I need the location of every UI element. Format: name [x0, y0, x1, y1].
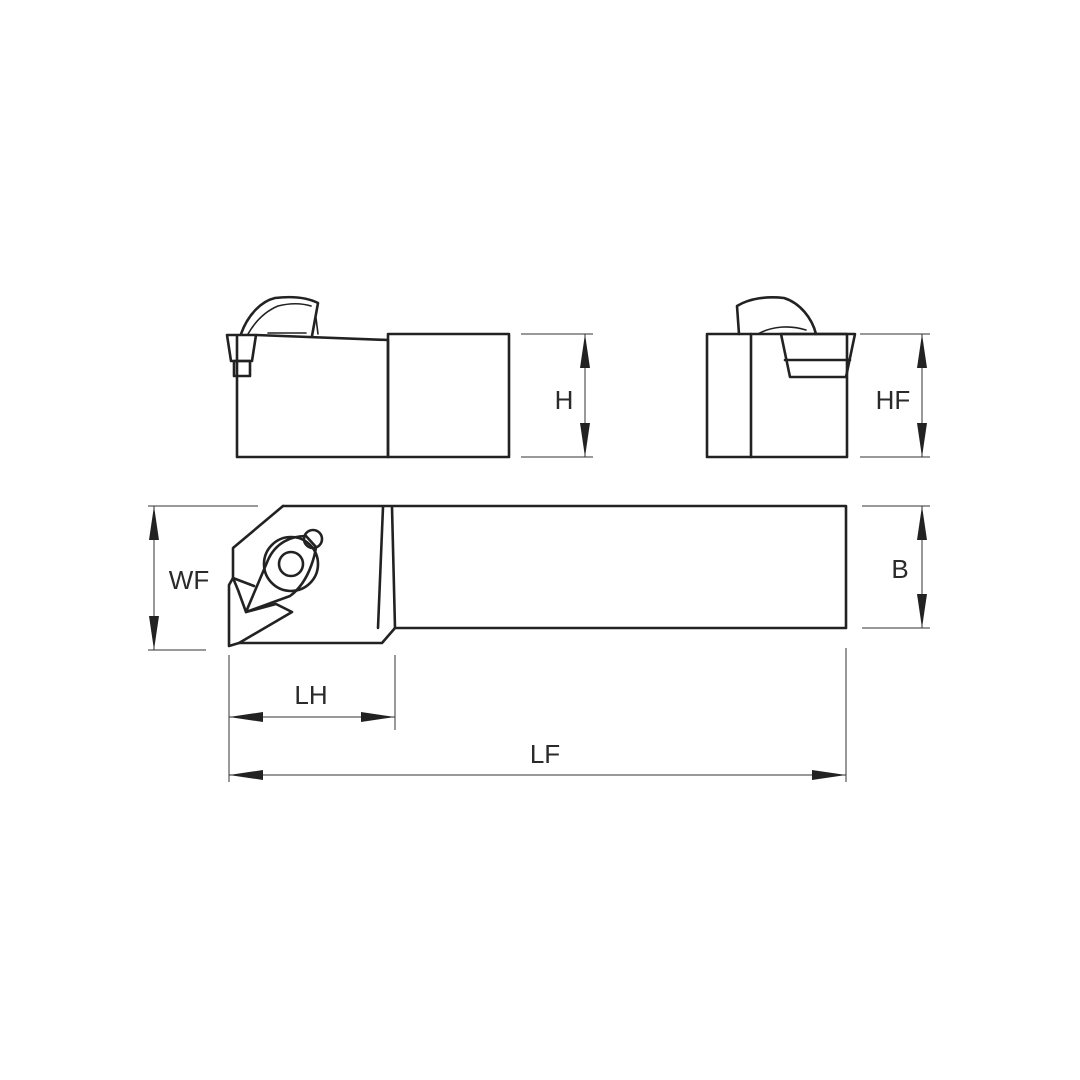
top-view-parting-line [376, 505, 397, 630]
top-view-outline [237, 504, 848, 645]
top-view [227, 504, 848, 648]
top-view-screw-outer [262, 535, 320, 593]
end-view-insert [779, 332, 857, 379]
dimension-lh: LH [228, 655, 396, 782]
side-view-shank [386, 332, 511, 459]
top-view-insert [227, 576, 294, 648]
side-view-clamp-screw [267, 317, 319, 335]
dimension-label-h: H [555, 385, 574, 415]
top-view-head-front [231, 504, 285, 580]
dimension-hf: HF [860, 333, 930, 458]
side-view-clamp [239, 295, 320, 338]
dimension-b: B [862, 505, 930, 629]
dimension-label-lh: LH [294, 680, 327, 710]
dimension-label-wf: WF [169, 565, 209, 595]
end-view-clamp-inner [757, 326, 807, 335]
dimension-label-b: B [891, 554, 908, 584]
side-view [225, 295, 511, 459]
dimension-label-hf: HF [876, 385, 911, 415]
top-view-pin [302, 528, 324, 550]
top-view-insert-edge [231, 576, 256, 588]
end-view-body [705, 332, 849, 459]
dimension-wf: WF [148, 505, 258, 651]
end-view-clamp [735, 295, 818, 336]
top-view-screw-inner [277, 550, 305, 578]
side-view-insert-tip [232, 359, 252, 378]
end-view [705, 295, 857, 459]
top-view-clamp-arm [244, 534, 318, 614]
dimension-lf: LF [229, 648, 847, 782]
side-view-head [235, 333, 390, 459]
dimension-h: H [521, 333, 593, 458]
dimension-label-lf: LF [530, 739, 560, 769]
side-view-insert [225, 333, 258, 363]
side-view-clamp-inner [247, 302, 312, 335]
